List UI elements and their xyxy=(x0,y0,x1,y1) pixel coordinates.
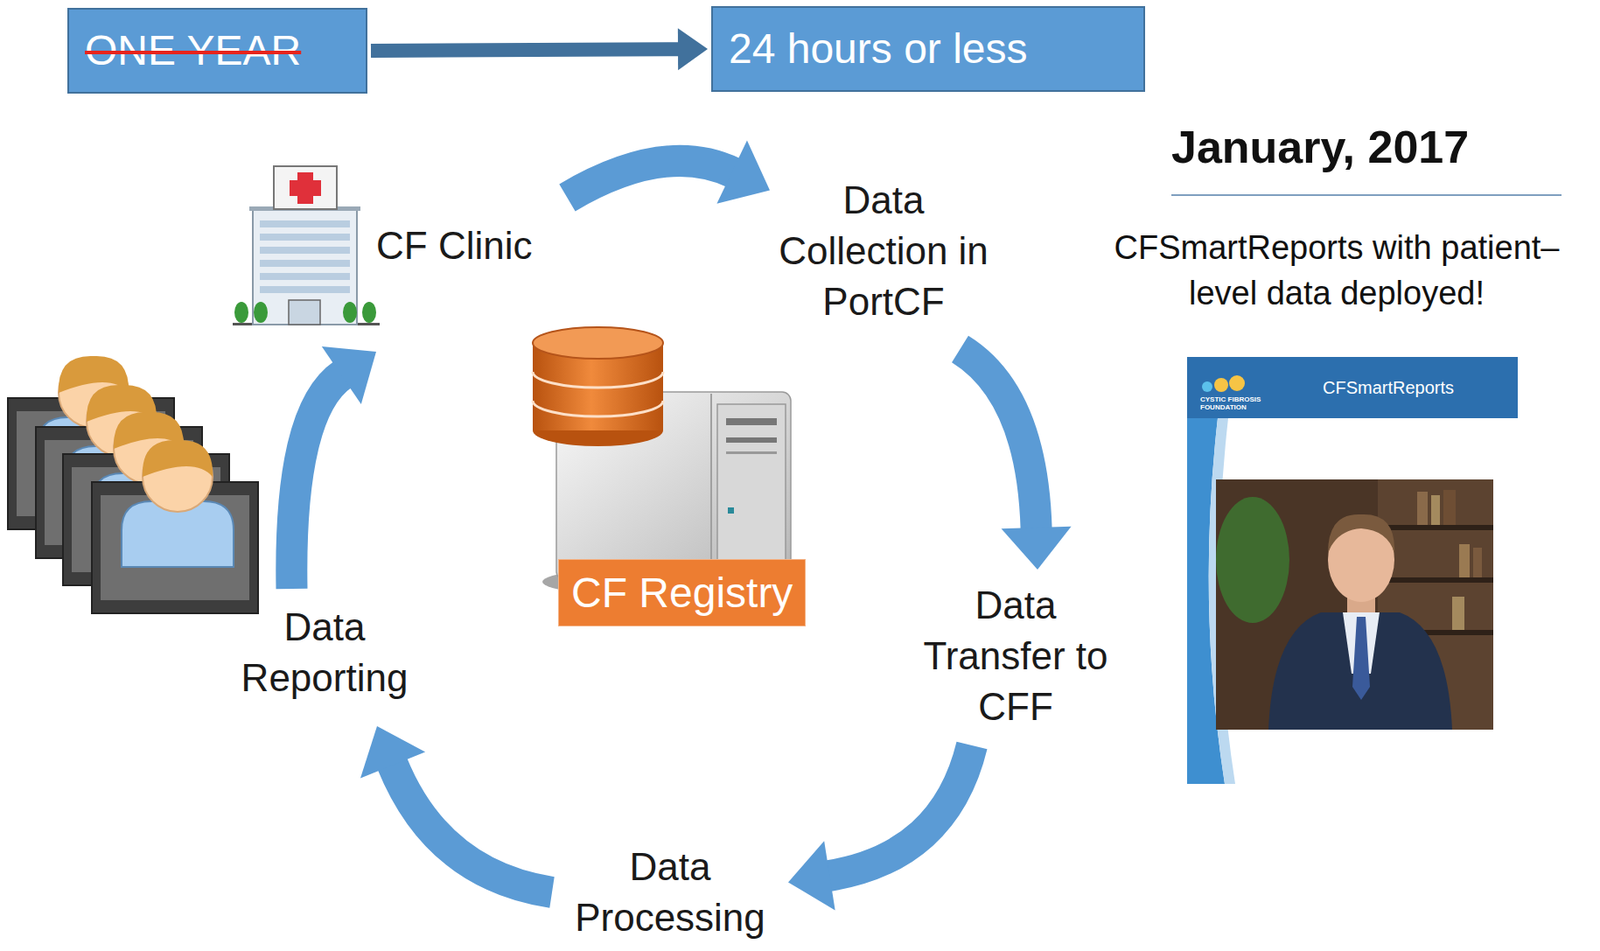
db-ring xyxy=(532,371,664,388)
book xyxy=(1452,596,1465,630)
shelf xyxy=(1377,524,1494,531)
book xyxy=(1417,491,1428,525)
flow-arrow xyxy=(360,726,552,893)
node-text: CF Clinic xyxy=(376,220,532,272)
patient-records xyxy=(7,356,259,614)
arrow-head xyxy=(677,27,708,70)
arrow-shaft xyxy=(827,745,972,876)
flow-arrow xyxy=(291,346,377,589)
arrow-shaft xyxy=(566,160,734,198)
front-panel xyxy=(717,404,786,571)
photo xyxy=(1215,479,1494,730)
window-band xyxy=(259,220,350,228)
plant xyxy=(1215,496,1290,623)
tie xyxy=(1352,616,1370,700)
node-text: Data Transfer to CFF xyxy=(906,579,1125,733)
logo-dot xyxy=(1214,377,1229,392)
patient-card-part xyxy=(142,440,213,477)
patient-card xyxy=(91,440,259,614)
date-heading: January, 2017 xyxy=(1171,120,1469,174)
building xyxy=(252,209,357,325)
window-band xyxy=(259,272,350,280)
server-edge xyxy=(710,393,713,579)
red-cross xyxy=(289,180,322,196)
divider-line xyxy=(1171,194,1562,196)
node-text: Data Collection in PortCF xyxy=(774,174,993,328)
drive-slot xyxy=(726,437,777,443)
window-band xyxy=(259,259,350,267)
tree xyxy=(362,301,377,323)
node-text: 24 hours or less xyxy=(728,7,1128,91)
cycle-step: CF Clinic xyxy=(376,220,532,272)
arrow-shaft xyxy=(370,48,680,51)
hair xyxy=(1327,514,1395,553)
report-screenshot xyxy=(1187,356,1518,784)
drive-slot xyxy=(726,451,777,455)
node-text: CF Registry xyxy=(571,559,793,626)
db-ring xyxy=(532,400,664,417)
node-text: ONE YEAR xyxy=(84,9,350,92)
drive-slot xyxy=(726,418,777,426)
cycle-step: Data Processing xyxy=(560,841,780,944)
logo-dot xyxy=(1201,381,1213,392)
logo-dot xyxy=(1229,375,1245,392)
book xyxy=(1443,489,1456,525)
announcement-text: CFSmartReports with patient–level data d… xyxy=(1100,224,1573,316)
window-band xyxy=(259,246,350,254)
flow-arrow xyxy=(788,745,972,910)
arrow-head xyxy=(1001,526,1072,570)
arrow-head xyxy=(321,346,377,405)
screenshot-title: CFSmartReports xyxy=(1322,377,1454,399)
door xyxy=(288,300,321,325)
book xyxy=(1473,547,1482,578)
arrow-shaft xyxy=(291,374,343,589)
arrow-head xyxy=(716,140,770,204)
cycle-step: Data Collection in PortCF xyxy=(774,174,993,328)
screenshot-header xyxy=(1187,356,1518,419)
timeframe-box: 24 hours or less xyxy=(711,6,1146,92)
flow-arrow xyxy=(960,349,1072,570)
arrow-shaft xyxy=(960,349,1037,530)
flow-arrow xyxy=(370,27,708,70)
arrow-shaft xyxy=(391,763,552,893)
tree xyxy=(342,301,357,323)
cycle-step: Data Transfer to CFF xyxy=(906,579,1125,733)
window-band xyxy=(259,233,350,241)
db-top xyxy=(532,327,664,359)
cycle-step: Data Reporting xyxy=(215,601,434,704)
sign xyxy=(273,166,337,210)
node-text: Data Processing xyxy=(560,841,780,944)
database-icon xyxy=(532,327,664,447)
book xyxy=(1459,544,1470,578)
window-band xyxy=(259,286,350,294)
book xyxy=(1431,495,1440,525)
logo-text: CYSTIC FIBROSIS FOUNDATION xyxy=(1200,395,1271,412)
node-text: Data Reporting xyxy=(215,601,434,704)
status-light xyxy=(727,507,734,514)
shelf xyxy=(1377,577,1494,583)
tree xyxy=(234,301,249,323)
timeframe-box: ONE YEAR xyxy=(67,7,368,94)
tree xyxy=(253,301,268,323)
arrow-head xyxy=(788,840,836,910)
registry-label: CF Registry xyxy=(558,558,806,627)
screenshot-ground xyxy=(1187,356,1518,784)
arrow-head xyxy=(360,726,426,779)
flow-arrow xyxy=(566,140,770,204)
suit xyxy=(1268,612,1453,730)
hospital-icon xyxy=(232,166,380,326)
